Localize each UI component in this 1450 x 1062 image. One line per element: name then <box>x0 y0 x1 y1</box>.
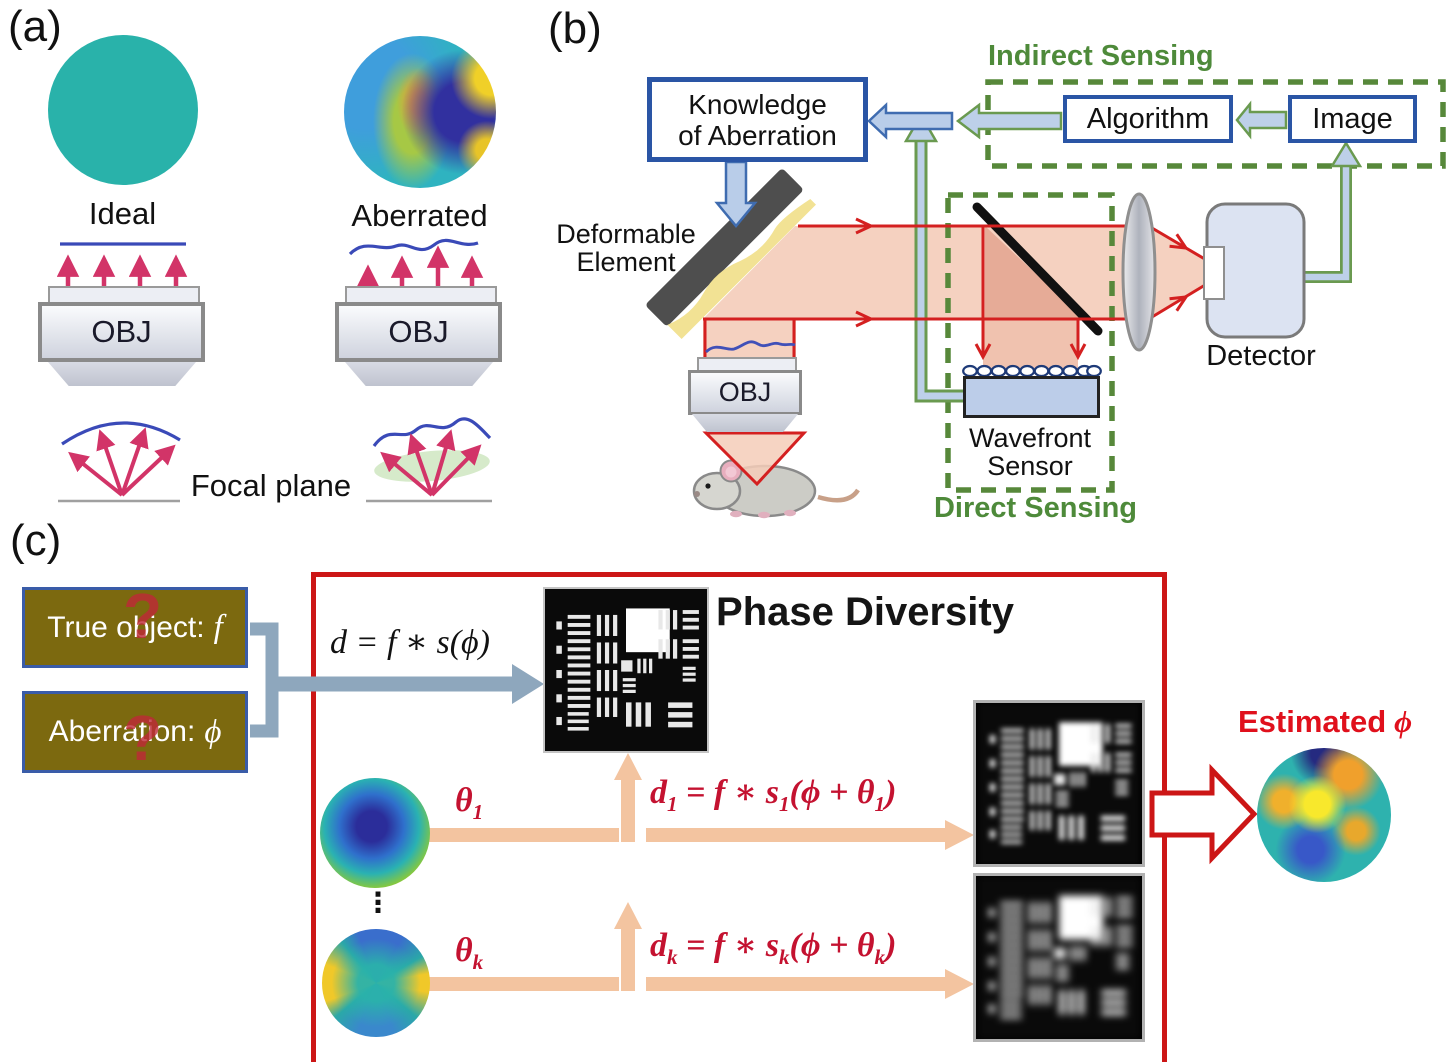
detector-body <box>1203 202 1306 339</box>
direct-sensing-label: Direct Sensing <box>933 492 1138 524</box>
obj-label: OBJ <box>388 314 449 349</box>
deformable-element-label: Deformable Element <box>556 219 696 277</box>
arrow-to-estimate <box>1149 763 1258 865</box>
distorted-wavefront-a <box>348 238 479 256</box>
arrow-algorithm-out <box>955 102 1063 140</box>
observed-image <box>543 587 709 753</box>
true-object-box: True object:f ? <box>22 580 248 668</box>
detector-label: Detector <box>1206 340 1316 372</box>
objective-b-tip <box>692 414 798 432</box>
wavefront-sensor-label: Wavefront Sensor <box>968 423 1092 481</box>
objective-aberrated: OBJ <box>335 302 502 362</box>
focus-cone <box>702 431 808 487</box>
detector-aperture <box>1203 246 1225 300</box>
diversity-image-1 <box>973 700 1145 867</box>
equation-main: d = f ∗ s(ϕ) <box>330 624 490 661</box>
beamsplitter <box>972 202 1103 336</box>
distorted-wavefront-b <box>705 340 796 354</box>
diversity-arrows <box>428 753 974 999</box>
diversity-phase-1 <box>320 778 430 888</box>
lenslet-array <box>962 364 1102 378</box>
arrow-image-to-algorithm <box>1235 100 1288 140</box>
ellipsis-dots: ⋮ <box>364 887 392 918</box>
arrow-into-knowledge <box>867 102 954 140</box>
equation-dk: dk = f ∗ sk(ϕ + θk) <box>650 927 897 969</box>
aberrated-label: Aberrated <box>351 198 488 233</box>
mouse-eye <box>705 483 711 489</box>
deformable-mirror <box>646 169 816 339</box>
mouse-tail <box>817 488 860 503</box>
obj-label: OBJ <box>718 377 772 407</box>
knowledge-line1: Knowledge <box>688 88 827 120</box>
panel-a-lineart <box>56 238 492 503</box>
unknowns-bracket <box>250 622 544 738</box>
wavefront-sensor-body <box>963 376 1100 418</box>
mouse-specimen <box>692 459 860 519</box>
diversity-phase-k <box>322 929 430 1037</box>
obj-label: OBJ <box>91 314 152 349</box>
algorithm-box: Algorithm <box>1063 95 1233 143</box>
theta1-label: θ1 <box>455 782 484 824</box>
ideal-focal-fan <box>61 421 181 497</box>
aberration-box: Aberration:ϕ ? <box>22 691 248 773</box>
estimated-phase-map <box>1257 748 1391 882</box>
objective-b: OBJ <box>688 370 802 415</box>
knowledge-line2: of Aberration <box>678 119 837 151</box>
panel-c-label: (c) <box>10 516 62 565</box>
arrow-knowledge-to-mirror <box>714 160 758 228</box>
aberrated-pupil <box>344 36 496 188</box>
panel-b-label: (b) <box>548 4 602 53</box>
objective-ideal: OBJ <box>38 302 205 362</box>
panel-a-label: (a) <box>8 2 62 51</box>
direct-sensing-box <box>945 192 1115 493</box>
image-box: Image <box>1288 95 1417 143</box>
ideal-pupil <box>48 35 198 185</box>
thetak-label: θk <box>455 932 484 974</box>
indirect-sensing-label: Indirect Sensing <box>988 40 1214 72</box>
diversity-image-k <box>973 873 1145 1042</box>
mouse-nose <box>694 491 700 497</box>
focal-plane-label: Focal plane <box>190 468 352 503</box>
phase-diversity-title: Phase Diversity <box>716 590 1014 634</box>
detector-signal-pipe <box>1303 140 1363 283</box>
aberrated-focal-fan <box>372 417 492 497</box>
equation-d1: d1 = f ∗ s1(ϕ + θ1) <box>650 774 897 816</box>
unknown-question-mark: ? <box>123 580 163 652</box>
objective-tip <box>345 362 493 386</box>
objective-tip <box>48 362 196 386</box>
ideal-label: Ideal <box>88 196 157 231</box>
unknown-question-mark: ? <box>123 702 163 774</box>
tube-lens <box>1121 192 1157 352</box>
knowledge-of-aberration-box: Knowledge of Aberration <box>647 77 868 162</box>
